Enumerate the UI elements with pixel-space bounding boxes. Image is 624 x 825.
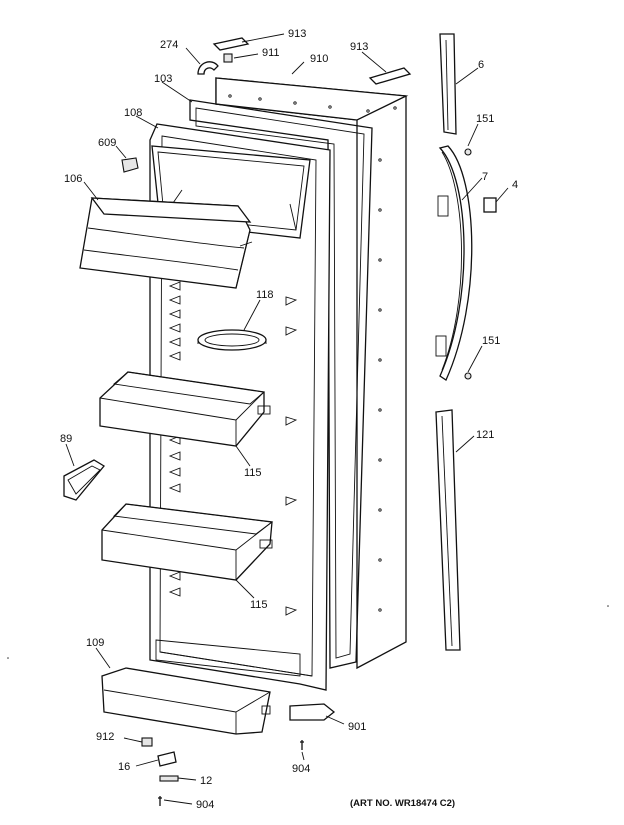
callout-912: 912 [96, 731, 114, 743]
door-handle [435, 145, 473, 381]
callout-118: 118 [256, 289, 274, 301]
trim-strip-6 [439, 33, 457, 135]
callout-121: 121 [476, 429, 494, 441]
small-part-913b [368, 67, 412, 85]
leader-lines [65, 33, 509, 805]
callout-7: 7 [482, 171, 488, 183]
callout-12: 12 [200, 775, 212, 787]
egg-tray [197, 329, 267, 351]
small-part-904a [300, 740, 304, 750]
small-part-904b [158, 796, 162, 806]
small-part-89 [63, 459, 105, 501]
callout-904-right: 904 [292, 763, 310, 775]
dairy-compartment [79, 197, 253, 289]
small-part-12 [159, 775, 179, 782]
trim-strip-121 [435, 409, 461, 651]
outer-door-panel [215, 77, 409, 670]
small-part-609 [121, 157, 139, 173]
screw-151-upper [464, 148, 472, 156]
callout-911: 911 [262, 47, 280, 59]
art-number: (ART NO. WR18474 C2) [350, 798, 455, 809]
callout-609: 609 [98, 137, 116, 149]
bottom-door-bin [101, 667, 271, 735]
callout-913-right: 913 [350, 41, 368, 53]
callout-151-upper: 151 [476, 113, 494, 125]
callout-910: 910 [310, 53, 328, 65]
speck [7, 657, 9, 659]
small-part-911 [223, 53, 233, 63]
screw-151-lower [464, 372, 472, 380]
door-shelf-lower [101, 503, 274, 581]
callout-109: 109 [86, 637, 104, 649]
callout-115-upper: 115 [244, 467, 262, 479]
callout-274: 274 [160, 39, 178, 51]
small-part-16 [157, 751, 177, 767]
callout-89: 89 [60, 433, 72, 445]
speck [607, 605, 609, 607]
callout-904-bottom: 904 [196, 799, 214, 811]
callout-151-lower: 151 [482, 335, 500, 347]
small-part-274 [197, 61, 219, 75]
callout-4: 4 [512, 179, 518, 191]
callout-108: 108 [124, 107, 142, 119]
small-part-913a [212, 37, 250, 51]
door-shelf-upper [99, 371, 271, 447]
callout-labels: 913 274 911 910 913 6 103 108 151 609 7 … [60, 28, 518, 811]
small-part-901 [289, 703, 336, 721]
door-gasket [189, 99, 373, 669]
callout-106: 106 [64, 173, 82, 185]
callout-16: 16 [118, 761, 130, 773]
callout-901: 901 [348, 721, 366, 733]
small-part-912 [141, 737, 153, 747]
callout-115-lower: 115 [250, 599, 268, 611]
callout-913-top: 913 [288, 28, 306, 40]
small-part-4 [483, 197, 497, 213]
callout-103: 103 [154, 73, 172, 85]
callout-6: 6 [478, 59, 484, 71]
